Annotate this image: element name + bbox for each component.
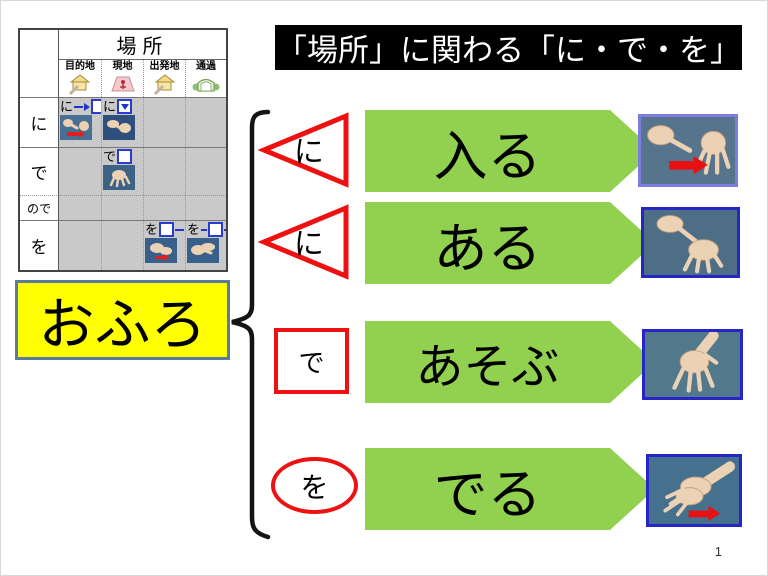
table-cell-empty — [101, 195, 143, 220]
empty-box-icon — [117, 149, 133, 164]
arrow-out-of-box-icon — [175, 228, 185, 231]
particle-label: に — [293, 228, 324, 262]
column-header-label: 通過 — [196, 61, 216, 72]
cell-particle: に — [60, 98, 74, 114]
sign-photo-illustration — [641, 117, 735, 184]
column-header-departure: 出発地 — [143, 60, 185, 97]
table-cell-ni-site: に — [101, 97, 143, 147]
column-header-pass-through: 通過 — [185, 60, 226, 97]
table-cell-empty — [59, 195, 101, 220]
source-box-icon — [159, 222, 175, 237]
verb-arrow-4: でる — [365, 448, 655, 530]
particle-shape-triangle-1: に — [258, 112, 350, 188]
sign-photo-illustration — [645, 332, 740, 397]
cell-particle: で — [103, 148, 117, 164]
open-hand-play-photo — [642, 329, 743, 400]
verb-arrow-2: ある — [365, 202, 655, 284]
verb-label: 入る — [433, 126, 542, 187]
cell-particle: を — [145, 221, 159, 237]
particle-shape-square: で — [274, 328, 349, 394]
pass-box-icon — [208, 222, 224, 237]
sign-photo-illustration — [644, 210, 737, 275]
table-cell-empty — [143, 147, 185, 195]
tunnel-pass-icon — [192, 78, 220, 92]
crossed-hands-exit-photo — [646, 454, 742, 527]
title-banner: 「場所」に関わる「に・で・を」 — [275, 25, 742, 70]
topic-text: おふろ — [38, 292, 207, 356]
brace — [231, 109, 271, 540]
destination-house-icon — [68, 74, 91, 95]
hand-sign-thumb-icon — [145, 238, 177, 263]
verb-label: あそぶ — [415, 341, 560, 394]
particle-shape-triangle-2: に — [258, 204, 350, 280]
row-label-wo: を — [20, 220, 59, 270]
table-cell-ni-destination: に — [59, 97, 101, 147]
cell-particle: に — [103, 98, 117, 114]
page-number: 1 — [714, 544, 722, 559]
pointing-hand-enter-photo — [638, 114, 738, 187]
row-label-node: ので — [20, 195, 59, 220]
table-cell-empty — [185, 147, 226, 195]
verb-arrow-1: 入る — [365, 110, 655, 192]
target-box-icon — [91, 99, 101, 114]
table-cell-wo-departure: を — [143, 220, 185, 270]
down-triangle-box-icon — [117, 99, 133, 114]
table-cell-empty — [185, 195, 226, 220]
arrow-line-icon — [224, 228, 226, 231]
column-header-label: 現地 — [112, 61, 133, 72]
verb-arrow-3: あそぶ — [365, 321, 655, 403]
cell-particle: を — [187, 221, 201, 237]
grammar-table: 場所 目的地 現地 出発地 通過 — [18, 28, 228, 272]
table-cell-empty — [59, 220, 101, 270]
table-title: 場所 — [59, 30, 226, 60]
column-header-destination: 目的地 — [59, 60, 101, 97]
particle-label: を — [300, 471, 329, 503]
table-cell-empty — [143, 195, 185, 220]
column-header-label: 出発地 — [149, 61, 180, 72]
column-header-label: 目的地 — [65, 61, 95, 72]
particle-label: に — [293, 136, 324, 170]
red-triangle-icon — [258, 112, 349, 188]
topic-box: おふろ — [15, 280, 230, 360]
hand-sign-thumb-icon — [103, 165, 135, 190]
verb-label: ある — [433, 218, 542, 279]
sign-photo-illustration — [649, 457, 739, 524]
departure-house-icon — [153, 74, 175, 95]
table-cell-wo-pass: を — [185, 220, 226, 270]
table-cell-empty — [59, 147, 101, 195]
red-triangle-icon — [258, 204, 349, 280]
table-cell-empty — [185, 97, 226, 147]
verb-label: でる — [433, 464, 542, 525]
arrow-into-box-icon — [74, 105, 84, 108]
row-label-de: で — [20, 147, 59, 195]
pointing-hand-exist-photo — [641, 207, 740, 278]
hand-sign-thumb-icon — [103, 115, 135, 140]
hand-sign-thumb-icon — [60, 115, 92, 140]
table-cell-empty — [143, 97, 185, 147]
arrow-head-icon — [84, 102, 91, 111]
arrow-through-box-icon — [201, 228, 208, 231]
particle-shape-ellipse: を — [271, 457, 358, 514]
table-cell-de-site: で — [101, 147, 143, 195]
site-marker-icon — [110, 76, 135, 92]
row-label-ni: に — [20, 97, 59, 147]
table-corner-cell — [20, 30, 59, 97]
particle-label: で — [298, 347, 325, 378]
hand-sign-thumb-icon — [187, 238, 219, 263]
table-cell-empty — [101, 220, 143, 270]
title-banner-text: 「場所」に関わる「に・で・を」 — [276, 33, 741, 68]
column-header-site: 現地 — [101, 60, 143, 97]
